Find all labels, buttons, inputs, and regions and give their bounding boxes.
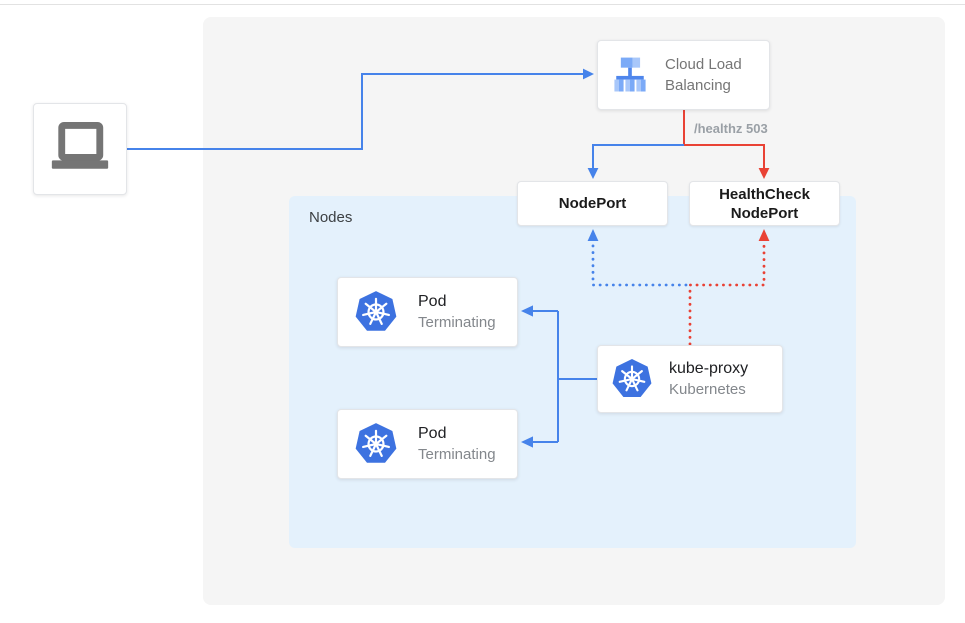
healthcheck-nodeport-label: HealthCheck NodePort	[719, 185, 810, 222]
kubernetes-icon	[612, 359, 652, 397]
healthz-edge-label: /healthz 503	[694, 121, 768, 136]
nodes-group-label: Nodes	[309, 209, 353, 226]
nodeport-node: NodePort	[517, 181, 668, 226]
nodeport-label: NodePort	[558, 195, 627, 212]
kube-proxy-subtitle: Kubernetes	[669, 381, 746, 398]
kube-proxy-title: kube-proxy	[669, 360, 749, 377]
pod-node-2: Pod Terminating	[337, 409, 518, 479]
client-node	[33, 103, 127, 195]
laptop-icon	[51, 121, 109, 169]
window-top-border	[0, 4, 965, 5]
pod2-title: Pod	[418, 425, 447, 442]
healthcheck-nodeport-node: HealthCheck NodePort	[689, 181, 840, 226]
cloud-lb-label: Cloud Load Balancing	[665, 56, 742, 94]
kubernetes-icon	[355, 291, 397, 331]
pod2-status: Terminating	[418, 446, 496, 463]
load-balancer-icon	[614, 57, 646, 92]
pod1-status: Terminating	[418, 314, 496, 331]
kubernetes-icon	[355, 423, 397, 463]
kube-proxy-node: kube-proxy Kubernetes	[597, 345, 783, 413]
pod-node-1: Pod Terminating	[337, 277, 518, 347]
pod1-title: Pod	[418, 293, 447, 310]
cloud-load-balancing-node: Cloud Load Balancing	[597, 40, 770, 110]
